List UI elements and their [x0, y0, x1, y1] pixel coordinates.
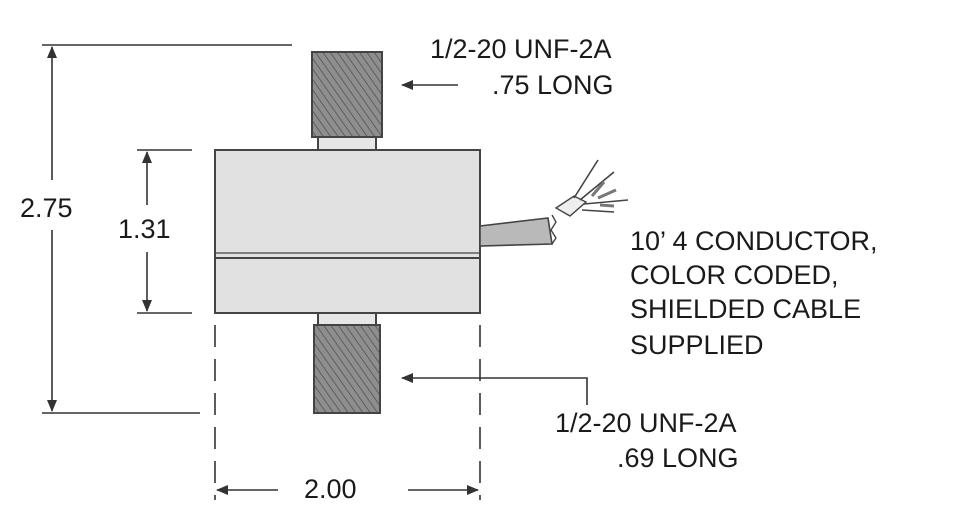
body-width-label: 2.00 [304, 474, 357, 504]
top-threaded-stud [311, 51, 383, 151]
body-block [214, 149, 481, 314]
wire-3 [583, 199, 629, 205]
cable-note-line-2: COLOR CODED, [630, 260, 839, 290]
body-width-dimension [214, 325, 481, 500]
top-thread-spec: 1/2-20 UNF-2A [430, 34, 612, 64]
top-thread-length: .75 LONG [492, 70, 614, 100]
cable [479, 159, 629, 247]
wire-insulation [590, 181, 617, 208]
bottom-thread-callout: 1/2-20 UNF-2A .69 LONG [401, 373, 739, 473]
bottom-thread [313, 324, 381, 414]
bottom-thread-length: .69 LONG [617, 443, 739, 473]
cable-note-line-3: SHIELDED CABLE [630, 294, 861, 324]
load-cell-body [214, 149, 481, 314]
body-height-label: 1.31 [118, 214, 171, 244]
cable-note-line-4: SUPPLIED [630, 330, 764, 360]
bottom-threaded-stud [313, 312, 381, 414]
wire-1 [573, 159, 599, 199]
cable-jacket [479, 217, 553, 247]
body-height-dimension [137, 149, 192, 314]
cable-cut-end [550, 214, 557, 245]
overall-height-dimension [42, 44, 292, 414]
bottom-stud-neck [317, 312, 377, 326]
bottom-thread-spec: 1/2-20 UNF-2A [555, 408, 737, 438]
top-thread-callout: 1/2-20 UNF-2A .75 LONG [401, 34, 614, 100]
wire-2 [579, 171, 615, 201]
top-thread [311, 51, 383, 138]
overall-height-label: 2.75 [20, 193, 73, 223]
wire-4 [581, 209, 615, 213]
top-stud-neck [317, 136, 377, 151]
cable-note-line-1: 10’ 4 CONDUCTOR, [630, 226, 878, 256]
cable-note: 10’ 4 CONDUCTOR, COLOR CODED, SHIELDED C… [630, 226, 878, 360]
cable-shield [554, 195, 588, 217]
